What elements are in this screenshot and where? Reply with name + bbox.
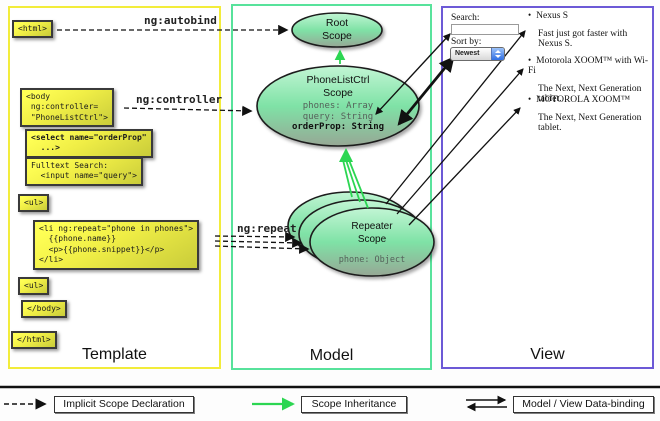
legend-model-view-databinding: Model / View Data-binding xyxy=(513,396,654,413)
template-panel-label: Template xyxy=(82,346,147,363)
repeater-scope-title: Repeater Scope xyxy=(351,221,393,245)
phonelistctrl-scope-props: phones: Array query: String xyxy=(302,101,374,122)
phone-desc: Fast just got faster with Nexus S. xyxy=(538,29,628,49)
model-panel: Model xyxy=(231,4,432,370)
sort-by-label: Sort by: xyxy=(451,37,482,47)
bullet-icon: • xyxy=(528,10,532,20)
phone-title: MOTOROLA XOOM™ xyxy=(536,95,631,105)
model-panel-label: Model xyxy=(309,347,354,364)
phone-desc: The Next, Next Generation tablet. xyxy=(538,113,642,133)
code-fulltext-search: Fulltext Search: <input name="query"> xyxy=(25,157,143,186)
ng-controller-label: ng:controller xyxy=(136,93,223,106)
phone-title: Motorola XOOM™ with Wi-Fi xyxy=(528,56,649,76)
code-body-close: </body> xyxy=(21,300,67,319)
phone-desc: The Next, Next Generation tablet. xyxy=(538,84,642,104)
code-html-open: <html> xyxy=(12,20,53,39)
select-stepper-icon xyxy=(491,48,504,60)
code-li-repeat: <li ng:repeat="phone in phones"> {{phone… xyxy=(33,220,200,270)
sort-select[interactable]: Newest xyxy=(450,47,505,61)
root-scope-title: Root Scope xyxy=(322,17,352,43)
bullet-icon: • xyxy=(528,94,532,104)
phone-list-item-2: •Motorola XOOM™ with Wi-Fi The Next, Nex… xyxy=(528,55,653,104)
phonelistctrl-scope-orderprop: orderProp: String xyxy=(291,122,385,132)
legend-scope-inheritance: Scope Inheritance xyxy=(301,396,407,413)
ng-autobind-label: ng:autobind xyxy=(144,14,217,27)
phonelistctrl-scope-title: PhoneListCtrl Scope xyxy=(306,74,370,100)
search-label: Search: xyxy=(451,13,480,23)
phone-title: Nexus S xyxy=(536,11,569,21)
repeater-scope-props: phone: Object xyxy=(338,255,406,265)
code-select-orderprop: <select name="orderProp" ...> xyxy=(25,129,153,158)
code-ul-close: <ul> xyxy=(18,277,50,296)
bullet-icon: • xyxy=(528,55,532,65)
phone-list-item-3: • MOTOROLA XOOM™ The Next, Next Generatio… xyxy=(528,94,653,133)
view-panel-label: View xyxy=(530,346,565,363)
code-html-close: </html> xyxy=(11,331,57,350)
sort-select-value: Newest xyxy=(455,50,480,57)
search-input[interactable] xyxy=(451,24,519,35)
code-body-open: <body ng:controller= "PhoneListCtrl"> xyxy=(20,88,114,128)
ng-repeat-label: ng:repeat xyxy=(237,222,297,235)
legend-implicit-scope-declaration: Implicit Scope Declaration xyxy=(54,396,194,413)
code-ul-open: <ul> xyxy=(18,194,50,213)
phone-list-item-1: • Nexus S Fast just got faster with Nexus… xyxy=(528,10,653,49)
